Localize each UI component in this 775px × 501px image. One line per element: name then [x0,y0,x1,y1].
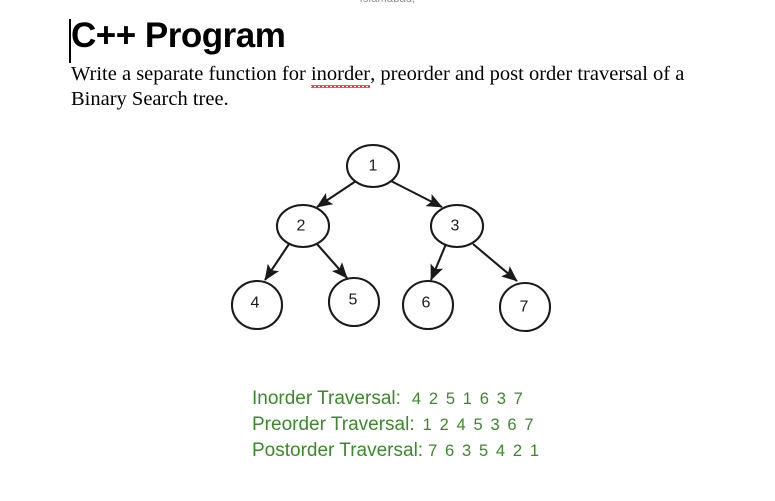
tree-node-circle-4 [230,279,284,331]
traversal-label-inorder: Inorder Traversal: [252,388,401,409]
tree-edge-n3-to-n7 [472,243,518,282]
tree-node-circle-2 [275,203,331,249]
tree-edge-n3-to-n6 [430,243,447,281]
tree-node-circle-5 [327,276,381,328]
text-caret [69,19,71,63]
tree-node-circle-7 [498,281,552,333]
tree-node-label-4: 4 [251,295,260,312]
tree-node-label-1: 1 [369,158,378,175]
description-text-after: , preorder and post order traversal of a… [71,63,685,110]
tree-node-label-7: 7 [520,299,529,316]
traversal-results: Inorder Traversal: 4 2 5 1 6 3 7 Preorder … [252,386,541,464]
tree-node-label-6: 6 [422,295,431,312]
assignment-description: Write a separate function for inorder, p… [71,62,731,112]
tree-node-3[interactable]: 3 [429,203,485,249]
misspelled-word-inorder[interactable]: inorder [310,63,371,88]
binary-tree-diagram: 1 2 3 4 5 6 7 [225,134,565,344]
tree-node-label-3: 3 [451,218,460,235]
tree-node-label-5: 5 [349,292,358,309]
traversal-sequence-preorder: 1 2 4 5 3 6 7 [422,416,536,434]
tree-edges [264,180,518,282]
traversal-row-preorder: Preorder Traversal: 1 2 4 5 3 6 7 [252,412,541,438]
tree-node-circle-6 [401,279,455,331]
tree-node-6[interactable]: 6 [401,279,455,331]
tree-edge-n1-to-n3 [390,180,443,208]
binary-tree-svg: 1 2 3 4 5 6 7 [230,143,552,333]
tree-edge-n2-to-n5 [316,243,348,279]
description-text-before: Write a separate function for [71,63,311,85]
tree-edge-n2-to-n4 [264,243,290,281]
traversal-sequence-postorder: 7 6 3 5 4 2 1 [428,442,541,460]
tree-node-5[interactable]: 5 [327,276,381,328]
traversal-label-postorder: Postorder Traversal: [252,440,424,461]
tree-edge-n1-to-n2 [316,180,357,208]
tree-node-1[interactable]: 1 [345,143,401,189]
tree-node-circle-1 [345,143,401,189]
cutoff-header-text: Islamabad, [0,0,775,4]
traversal-row-postorder: Postorder Traversal:7 6 3 5 4 2 1 [252,438,541,464]
tree-node-circle-3 [429,203,485,249]
tree-node-label-2: 2 [297,218,306,235]
tree-node-2[interactable]: 2 [275,203,331,249]
traversal-label-preorder: Preorder Traversal: [252,414,415,435]
tree-node-7[interactable]: 7 [498,281,552,333]
traversal-row-inorder: Inorder Traversal: 4 2 5 1 6 3 7 [252,386,541,412]
tree-node-4[interactable]: 4 [230,279,284,331]
tree-nodes: 1 2 3 4 5 6 7 [230,143,552,333]
page-title: C++ Program [71,16,286,55]
document-text-block: C++ Program Write a separate function fo… [69,14,731,112]
traversal-sequence-inorder: 4 2 5 1 6 3 7 [411,390,525,408]
